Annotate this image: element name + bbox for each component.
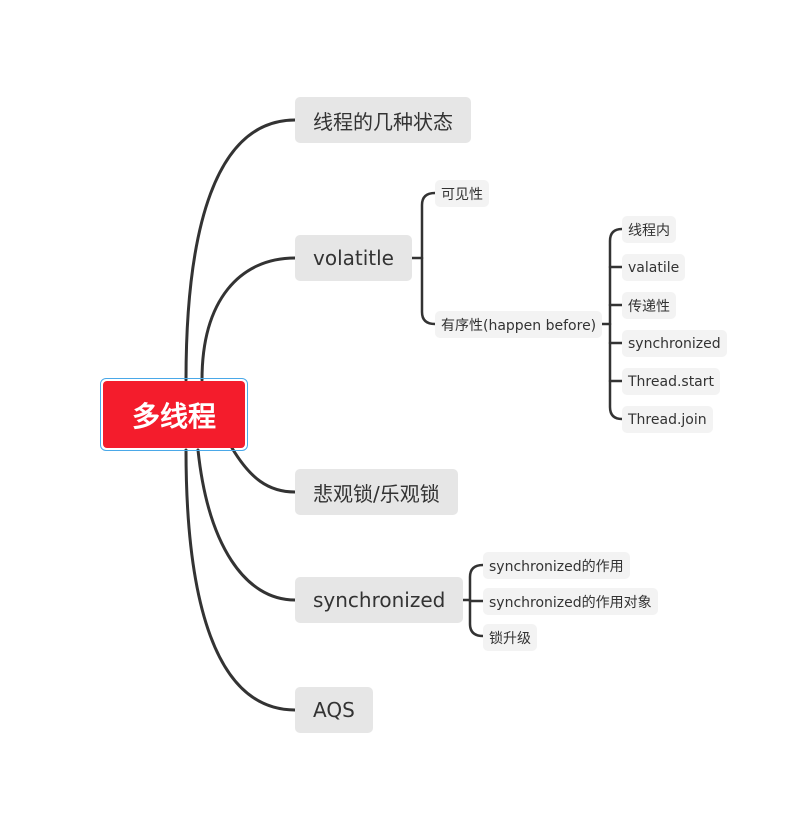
leaf-sync-item-label: synchronized的作用对象: [489, 594, 652, 611]
leaf-sync-item-label: 锁升级: [489, 630, 531, 647]
leaf-sync-item[interactable]: 锁升级: [483, 624, 537, 651]
leaf-ordering[interactable]: 有序性(happen before): [435, 311, 603, 338]
leaf-ordering-item[interactable]: synchronized: [622, 330, 727, 357]
leaf-ordering-item-label: synchronized: [628, 335, 721, 352]
branch-thread-states-label: 线程的几种状态: [313, 109, 453, 134]
leaf-ordering-item[interactable]: Thread.join: [622, 406, 713, 433]
leaf-ordering-item-label: 线程内: [628, 222, 670, 239]
branch-locks[interactable]: 悲观锁/乐观锁: [295, 469, 458, 515]
leaf-ordering-item-label: valatile: [628, 259, 680, 276]
branch-volatile-label: volatitle: [313, 246, 394, 270]
branch-aqs-label: AQS: [313, 698, 355, 722]
connector-root-synchronized: [196, 448, 297, 602]
leaf-ordering-item-label: 传递性: [628, 298, 670, 315]
leaf-ordering-item-label: Thread.start: [628, 373, 715, 390]
branch-volatile[interactable]: volatitle: [295, 235, 412, 281]
branch-synchronized-label: synchronized: [313, 588, 446, 612]
leaf-ordering-item[interactable]: 线程内: [622, 216, 676, 243]
leaf-sync-item[interactable]: synchronized的作用: [483, 552, 630, 579]
leaf-visibility-label: 可见性: [441, 186, 483, 203]
branch-synchronized[interactable]: synchronized: [295, 577, 464, 623]
branch-thread-states[interactable]: 线程的几种状态: [295, 97, 471, 143]
leaf-ordering-item[interactable]: Thread.start: [622, 368, 721, 395]
leaf-ordering-item-label: Thread.join: [628, 411, 707, 428]
connector-root-aqs: [184, 448, 297, 712]
connector-ordering-bracket: [608, 227, 624, 421]
connector-root-states: [184, 118, 297, 382]
connector-root-locks: [230, 446, 297, 494]
root-node[interactable]: 多线程: [100, 378, 248, 451]
leaf-visibility[interactable]: 可见性: [435, 180, 489, 207]
leaf-sync-item[interactable]: synchronized的作用对象: [483, 588, 658, 615]
connector-root-volatile: [200, 256, 297, 382]
branch-locks-label: 悲观锁/乐观锁: [313, 481, 440, 506]
leaf-ordering-item[interactable]: valatile: [622, 254, 686, 281]
connector-volatile-bracket: [420, 191, 437, 326]
branch-aqs[interactable]: AQS: [295, 687, 373, 733]
leaf-ordering-label: 有序性(happen before): [441, 317, 597, 334]
root-node-label: 多线程: [103, 381, 245, 448]
leaf-sync-item-label: synchronized的作用: [489, 558, 624, 575]
leaf-ordering-item[interactable]: 传递性: [622, 292, 676, 319]
